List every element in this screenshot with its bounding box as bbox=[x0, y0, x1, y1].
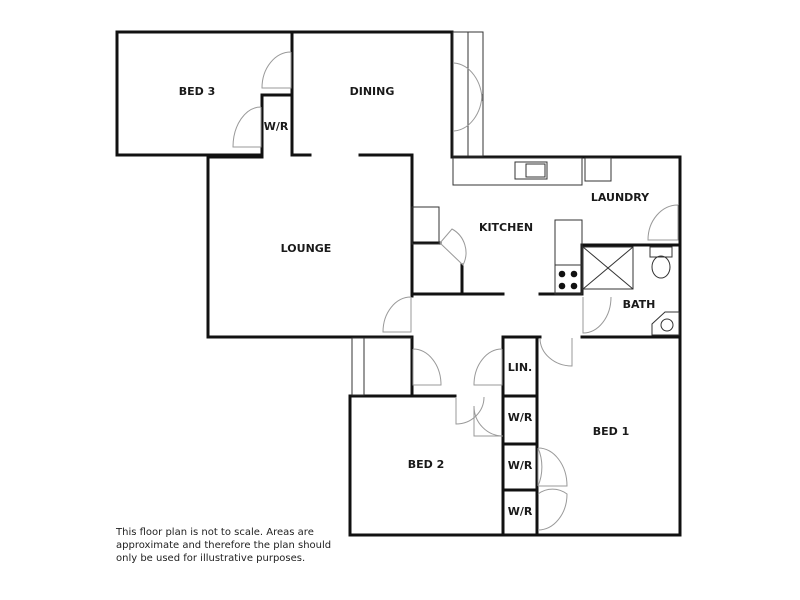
label-wr-1: W/R bbox=[508, 411, 533, 424]
label-bed1: BED 1 bbox=[593, 425, 630, 438]
disclaimer-line: This floor plan is not to scale. Areas a… bbox=[116, 527, 314, 538]
label-wr-bed3: W/R bbox=[264, 120, 289, 133]
disclaimer-line: only be used for illustrative purposes. bbox=[116, 553, 306, 564]
label-bed2: BED 2 bbox=[408, 458, 445, 471]
label-wr-2: W/R bbox=[508, 459, 533, 472]
doors bbox=[232, 51, 679, 531]
cooktop-icon bbox=[558, 270, 578, 290]
label-bed3: BED 3 bbox=[179, 85, 216, 98]
walls bbox=[115, 30, 682, 537]
label-dining: DINING bbox=[350, 85, 395, 98]
label-linen: LIN. bbox=[508, 361, 533, 374]
label-lounge: LOUNGE bbox=[281, 242, 332, 255]
disclaimer: This floor plan is not to scale. Areas a… bbox=[116, 526, 346, 565]
fixtures bbox=[351, 31, 680, 396]
label-bath: BATH bbox=[623, 298, 656, 311]
room-labels: BED 3 DINING W/R KITCHEN LAUNDRY LOUNGE … bbox=[179, 85, 656, 518]
label-laundry: LAUNDRY bbox=[591, 191, 650, 204]
label-wr-3: W/R bbox=[508, 505, 533, 518]
label-kitchen: KITCHEN bbox=[479, 221, 533, 234]
disclaimer-line: approximate and therefore the plan shoul… bbox=[116, 540, 332, 551]
